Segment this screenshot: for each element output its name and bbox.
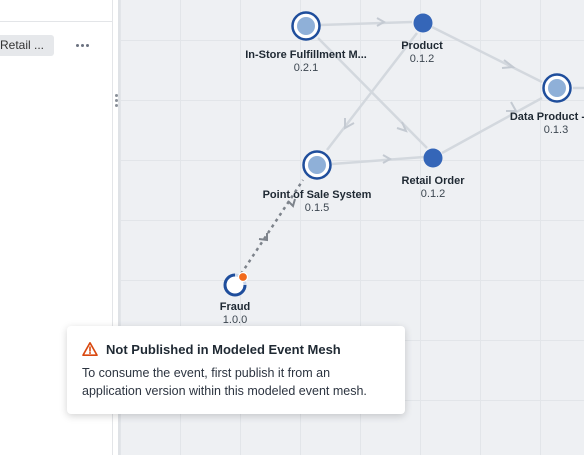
tag-chip[interactable]: Retail ... xyxy=(0,35,54,56)
node-label-product: Product 0.1.2 xyxy=(401,40,443,66)
edge-instore-product xyxy=(319,20,413,27)
warning-triangle-icon xyxy=(82,342,98,356)
node-version: 1.0.0 xyxy=(222,314,248,326)
edge-retailorder-dataproduct-arrow xyxy=(506,101,518,112)
node-version: 0.1.5 xyxy=(304,202,330,214)
edge-fraud-pos-arrow-2 xyxy=(287,198,296,208)
node-name: Point of Sale System xyxy=(262,189,372,201)
node-data-product[interactable] xyxy=(542,73,572,103)
graph-edges xyxy=(239,17,584,275)
more-options-button[interactable] xyxy=(72,38,92,54)
node-retail-order[interactable] xyxy=(423,148,443,168)
node-label-in-store: In-Store Fulfillment M... 0.2.1 xyxy=(245,49,367,75)
left-panel: Retail ... xyxy=(0,0,113,455)
node-in-store-fulfillment[interactable] xyxy=(291,11,321,41)
edge-pos-retailorder xyxy=(331,155,425,166)
node-label-point-of-sale: Point of Sale System 0.1.5 xyxy=(263,189,372,215)
edge-product-dataproduct xyxy=(431,25,543,84)
node-name: Product xyxy=(401,40,443,52)
panel-divider xyxy=(0,21,112,22)
node-name: Retail Order xyxy=(401,175,465,187)
node-point-of-sale[interactable] xyxy=(302,150,332,180)
node-version: 0.1.2 xyxy=(420,188,446,200)
node-version: 0.1.3 xyxy=(543,124,569,136)
tooltip-body: To consume the event, first publish it f… xyxy=(82,366,367,398)
node-version: 0.2.1 xyxy=(293,62,319,74)
node-product[interactable] xyxy=(413,13,433,33)
canvas-divider xyxy=(118,0,120,455)
node-label-fraud: Fraud 1.0.0 xyxy=(220,301,251,327)
unpublished-tooltip: Not Published in Modeled Event Mesh To c… xyxy=(67,326,405,414)
edge-instore-retailorder-arrow xyxy=(396,121,408,133)
edge-product-pos-arrow xyxy=(344,118,355,130)
edge-fraud-pos-arrow-1 xyxy=(258,233,268,242)
node-name: Data Product - Re xyxy=(509,111,584,123)
edge-pos-retailorder-arrow xyxy=(382,154,393,164)
node-name: Fraud xyxy=(219,301,251,313)
edge-instore-product-arrow xyxy=(376,17,387,27)
edge-instore-retailorder xyxy=(317,37,428,149)
node-name: In-Store Fulfillment M... xyxy=(245,49,367,61)
unpublished-indicator-dot xyxy=(237,271,249,283)
node-fraud[interactable] xyxy=(223,271,249,297)
node-label-data-product: Data Product - Re 0.1.3 xyxy=(510,111,584,137)
node-version: 0.1.2 xyxy=(409,53,435,65)
edge-retailorder-dataproduct xyxy=(441,96,543,155)
edge-product-dataproduct-arrow xyxy=(501,59,516,69)
tooltip-title: Not Published in Modeled Event Mesh xyxy=(106,342,341,357)
edge-fraud-pos-dashed xyxy=(239,179,305,275)
panel-resize-handle[interactable] xyxy=(114,92,120,110)
node-label-retail-order: Retail Order 0.1.2 xyxy=(402,175,465,201)
